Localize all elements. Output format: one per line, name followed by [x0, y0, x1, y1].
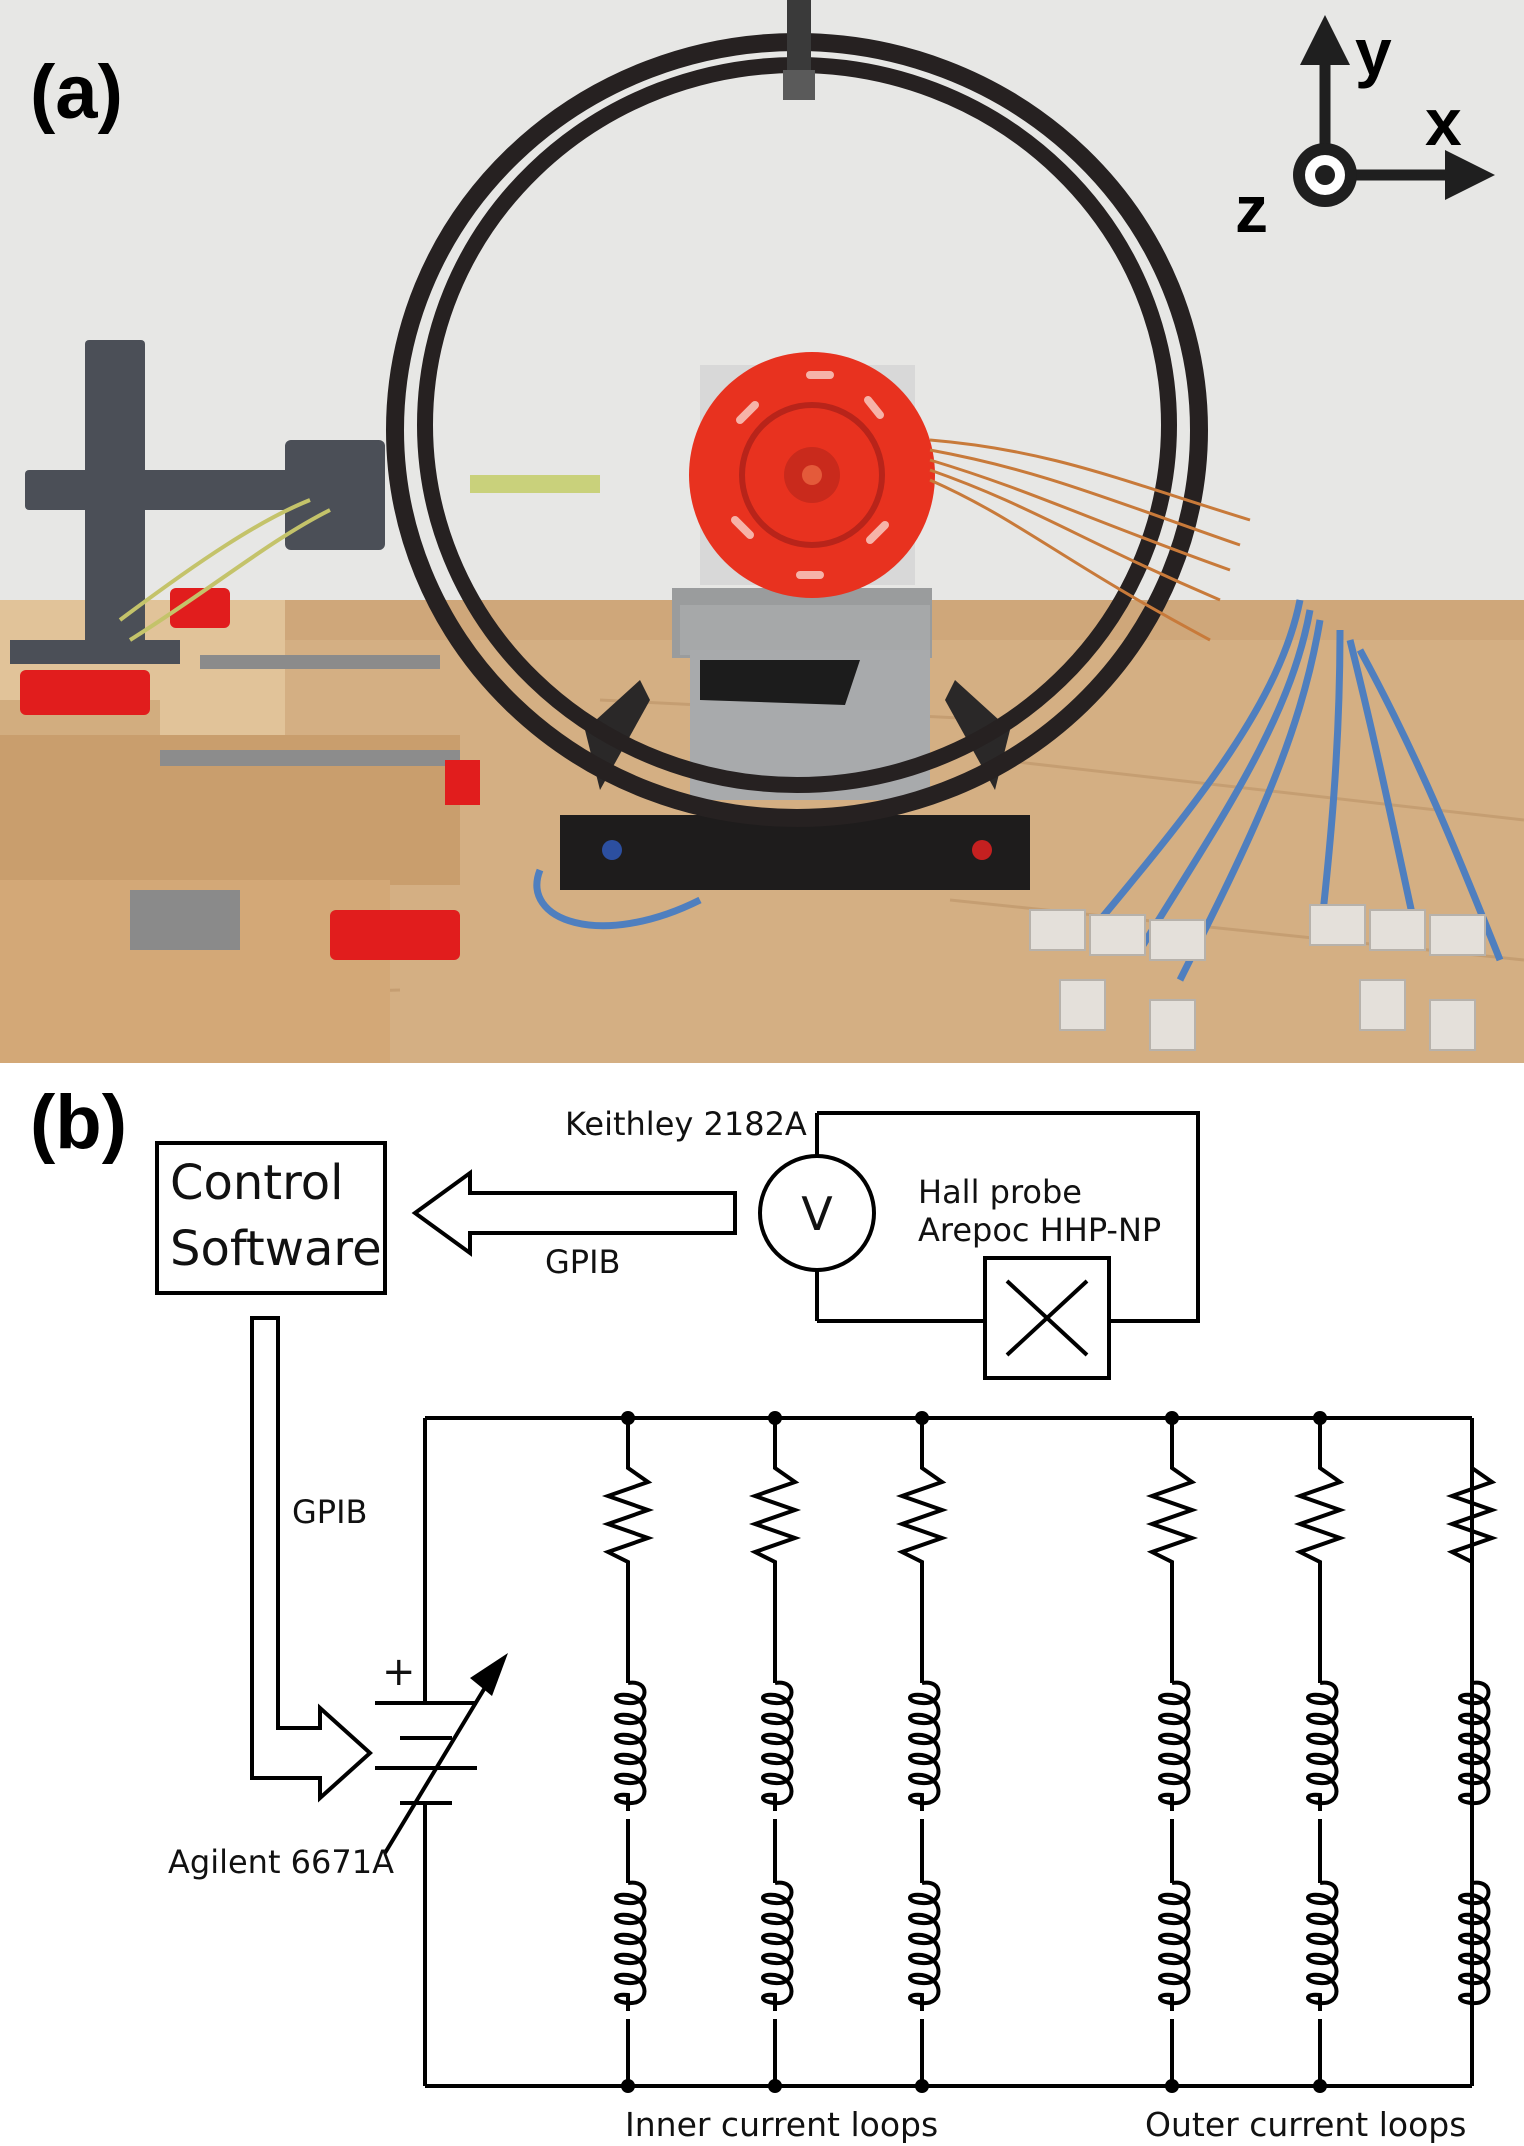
probe-stand [10, 340, 385, 664]
power-supply-plus: + [382, 1649, 416, 1695]
inductor-symbol [1306, 1680, 1339, 1811]
junction-dot [621, 2079, 635, 2093]
keithley-label: Keithley 2182A [565, 1105, 807, 1143]
inductor-symbol [614, 1880, 647, 2011]
resistor-symbol [601, 1418, 655, 1683]
axis-indicator: y x z [1235, 15, 1495, 246]
coil-branch [895, 1418, 949, 2086]
junction-dot [1313, 2079, 1327, 2093]
coil-branch [1145, 1418, 1199, 2086]
gpib-label-vertical: GPIB [292, 1493, 367, 1531]
control-software-line2: Software [170, 1221, 382, 1277]
inductor-symbol [908, 1680, 941, 1811]
inductor-symbol [761, 1680, 794, 1811]
coil-branch [601, 1418, 655, 2086]
junction-dot [768, 1411, 782, 1425]
power-supply-symbol [375, 1669, 497, 1855]
resistor-symbol [1145, 1418, 1199, 1683]
junction-dot [768, 2079, 782, 2093]
inductor-symbol [1158, 1880, 1191, 2011]
coil-base [560, 815, 1030, 890]
gpib-arrow-horizontal [411, 1169, 737, 1257]
voltmeter-v: V [801, 1187, 833, 1241]
inner-loops-label: Inner current loops [625, 2105, 938, 2144]
red-mounts [20, 588, 480, 960]
junction-dot [1165, 1411, 1179, 1425]
inductor-symbol [1306, 1880, 1339, 2011]
inductor-symbol [1458, 1680, 1491, 1811]
inductor-symbol [1458, 1880, 1491, 2011]
coil-branch [1445, 1418, 1499, 2086]
junction-dot [621, 1411, 635, 1425]
inductor-symbol [908, 1880, 941, 2011]
gpib-arrow-vertical [250, 1316, 373, 1803]
voltmeter-symbol [758, 1154, 876, 1272]
resistor-symbol [1445, 1418, 1499, 1683]
hall-probe-label-1: Hall probe [918, 1173, 1082, 1211]
axis-z-label: z [1235, 172, 1268, 246]
copper-wires [929, 438, 1251, 642]
panel-b-label: (b) [30, 1080, 127, 1165]
inductor-symbol [1158, 1680, 1191, 1811]
setup-photo: (a) y x z [0, 0, 1524, 1063]
power-supply-label: Agilent 6671A [168, 1843, 394, 1881]
junction-dot [1313, 1411, 1327, 1425]
junction-dot [1165, 2079, 1179, 2093]
junction-dot [915, 1411, 929, 1425]
variable-arrowhead [470, 1653, 508, 1696]
coil-branches [601, 1411, 1499, 2093]
coil-branch [1293, 1418, 1347, 2086]
resistor-symbol [1293, 1418, 1347, 1683]
inductor-symbol [614, 1680, 647, 1811]
hall-probe-label-2: Arepoc HHP-NP [918, 1211, 1161, 1249]
axis-y-label: y [1355, 15, 1392, 89]
panel-a-label: (a) [30, 50, 123, 135]
gpib-label-horizontal: GPIB [545, 1243, 620, 1281]
control-software-box [155, 1141, 387, 1295]
coil-branch [748, 1418, 802, 2086]
junction-dot [915, 2079, 929, 2093]
circuit-schematic: (b) Control Software GPIB GPIB Keithley … [0, 1063, 1524, 2146]
axis-x-label: x [1425, 85, 1462, 159]
hall-probe-rod [470, 475, 600, 493]
outer-loops-label: Outer current loops [1145, 2105, 1466, 2144]
inductor-symbol [761, 1880, 794, 2011]
resistor-symbol [748, 1418, 802, 1683]
resistor-symbol [895, 1418, 949, 1683]
terminal-blocks [1029, 904, 1486, 1051]
control-software-line1: Control [170, 1155, 344, 1211]
